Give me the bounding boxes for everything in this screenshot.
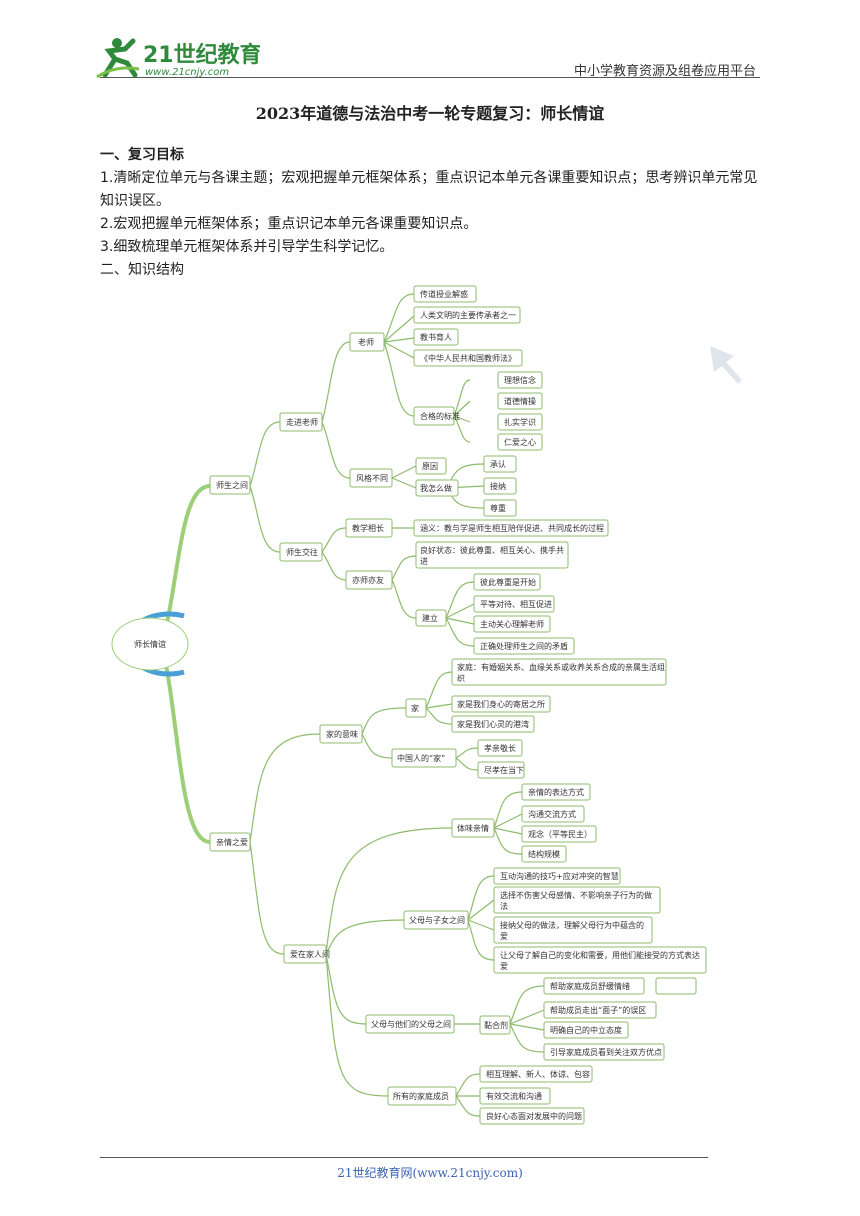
footer-divider [100,1157,708,1158]
node-pc-3-line2: 爱 [500,932,508,941]
node-glue-1: 帮助家庭成员舒缓情绪 [550,981,630,991]
node-standard-2: 道德情操 [504,396,536,406]
node-teacher-b: 人类文明的主要传承者之一 [420,310,516,320]
empty-box [655,977,697,995]
root-node: 师长情谊 [111,611,189,677]
header-divider [100,77,760,78]
node-parents-grandparents: 父母与他们的父母之间 [371,1019,451,1029]
node-pc-3-line1: 接纳父母的做法，理解父母行为中蕴含的 [500,920,644,930]
goal-2: 2.宏观把握单元框架体系；重点识记本单元各课重要知识点。 [100,216,478,232]
node-all-1: 相互理解、新人、体谅、包容 [486,1069,590,1079]
node-standard-4: 仁爱之心 [504,437,536,447]
node-glue-4: 引导家庭成员看到关注双方优点 [550,1047,662,1057]
node-teacher-student-interaction: 师生交往 [286,547,318,557]
node-good-state-line1: 良好状态：彼此尊重、相互关心、携手共 [420,545,564,555]
node-accept: 接纳 [490,481,506,491]
node-what-i-do: 我怎么做 [420,483,452,493]
node-reason: 原因 [422,462,438,471]
node-family-def-line2: 织 [457,673,465,683]
node-feel-3: 观念（平等民主） [528,829,592,839]
node-teacher-friend: 亦师亦友 [352,575,384,585]
node-build: 建立 [422,613,438,623]
page-title: 2023年道德与法治中考一轮专题复习：师长情谊 [255,104,605,123]
structure-heading: 二、知识结构 [100,262,184,278]
logo-url: www.21cnjy.com [145,67,229,78]
runner-icon [96,38,140,79]
node-family-love: 亲情之爱 [216,837,248,847]
watermark-arrow-icon [710,346,742,384]
site-logo: 21世纪教育 www.21cnjy.com [96,38,260,79]
footer-link[interactable]: 21世纪教育网(www.21cnjy.com) [337,1166,523,1180]
node-teacher: 老师 [358,337,374,347]
node-pc-1: 互动沟通的技巧+应对冲突的智慧 [500,871,619,881]
node-feel-2: 沟通交流方式 [528,809,576,819]
goals-heading: 一、复习目标 [100,147,184,163]
node-standard-3: 扎实学识 [504,417,536,427]
goal-3: 3.细致梳理单元框架体系并引导学生科学记忆。 [100,239,394,255]
node-build-3: 主动关心理解老师 [480,619,544,629]
node-filial-1: 孝亲敬长 [484,743,516,753]
node-chinese-home: 中国人的“家” [397,753,445,763]
node-feel-4: 结构规模 [528,849,560,859]
root-label: 师长情谊 [134,639,166,649]
document-body: 一、复习目标 1.清晰定位单元与各课主题；宏观把握单元框架体系；重点识记本单元各… [100,144,770,282]
node-feel-1: 亲情的表达方式 [528,787,584,797]
node-home: 家 [411,703,419,713]
node-all-3: 良好心态面对发展中的问题 [486,1111,582,1121]
goal-1: 1.清晰定位单元与各课主题；宏观把握单元框架体系；重点识记本单元各课重要知识点；… [100,170,758,209]
node-pc-4-line2: 爱 [500,962,508,971]
node-approach-teacher: 走进老师 [286,417,318,427]
node-build-1: 彼此尊重是开始 [480,577,536,587]
node-build-4: 正确处理师生之间的矛盾 [480,641,568,651]
node-glue-2: 帮助成员走出“面子”的误区 [550,1005,646,1015]
platform-text: 中小学教育资源及组卷应用平台 [573,64,756,79]
node-meaning-of-home: 家的意味 [326,729,358,739]
node-pc-2-line1: 选择不伤害父母感情、不影响亲子行为的做 [500,890,652,900]
node-teacher-c: 教书育人 [420,332,452,342]
node-teacher-student: 师生之间 [216,480,248,490]
node-love-among-family: 爱在家人间 [290,949,330,959]
node-all-family: 所有的家庭成员 [393,1091,449,1101]
node-pc-4-line1: 让父母了解自己的变化和需要，用他们能接受的方式表达 [500,950,700,960]
node-pc-2-line2: 法 [500,901,508,911]
logo-name: 21世纪教育 [143,42,260,68]
node-home-2: 家是我们心灵的港湾 [457,719,529,729]
node-home-1: 家是我们身心的寄居之所 [457,699,545,709]
node-good-state-line2: 进 [420,557,428,566]
node-teacher-d: 《中华人民共和国教师法》 [420,353,516,363]
node-glue: 黏合剂 [484,1020,508,1030]
node-filial-2: 尽孝在当下 [484,765,524,775]
node-standard-1: 理想信念 [504,375,536,385]
node-teaching-learning: 教学相长 [352,523,384,533]
node-qualified-standard: 合格的标准 [420,411,460,421]
node-styles-differ: 风格不同 [356,473,388,483]
knowledge-mindmap: 师长情谊 师生之间 亲情之爱 走进老师 老师 传道授业解惑 人类文明的主要传承者… [111,285,707,1125]
node-acknowledge: 承认 [490,459,506,469]
node-all-2: 有效交流和沟通 [486,1091,542,1101]
node-respect: 尊重 [490,503,506,513]
node-glue-3: 明确自己的中立态度 [550,1025,622,1035]
node-family-def-line1: 家庭：有婚姻关系、血缘关系或收养关系合成的亲属生活组 [457,662,665,672]
node-teacher-a: 传道授业解惑 [420,289,468,299]
node-parents-children: 父母与子女之间 [409,915,465,925]
node-feel-family: 体味亲情 [457,823,489,833]
node-meaning: 涵义：教与学是师生相互陪伴促进、共同成长的过程 [420,523,604,533]
node-build-2: 平等对待、相互促进 [480,599,552,609]
